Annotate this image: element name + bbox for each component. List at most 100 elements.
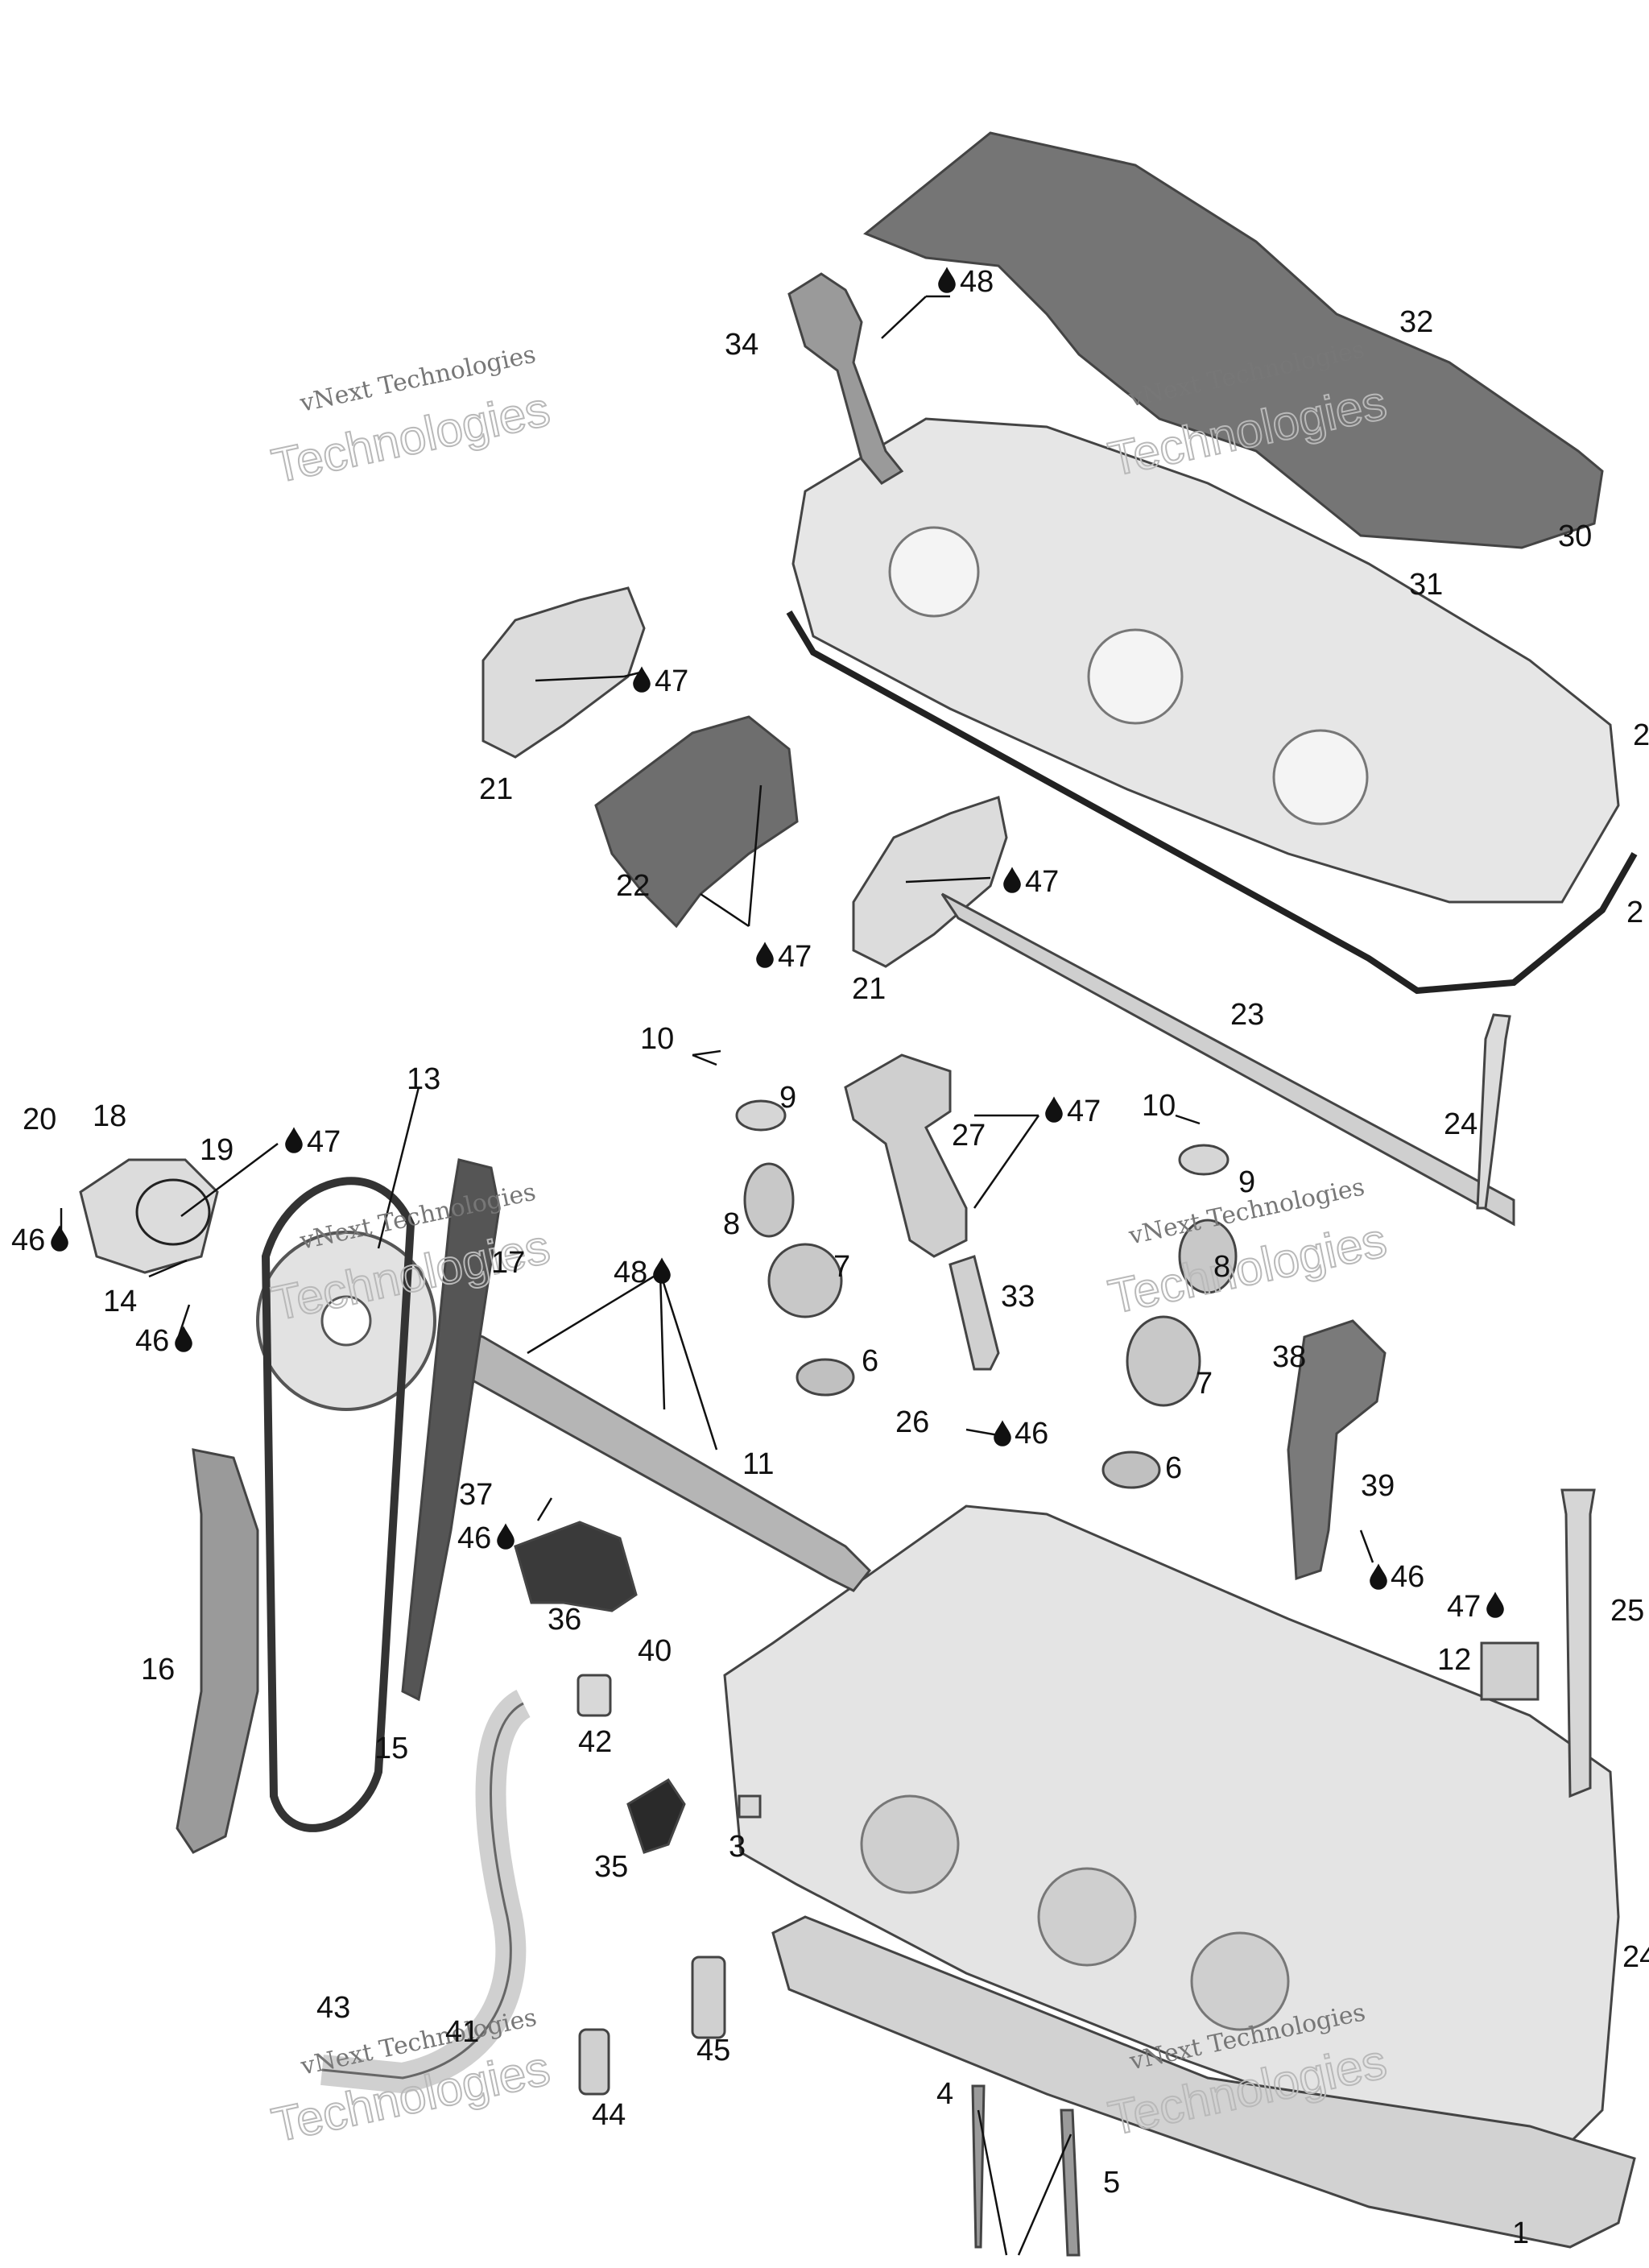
callout-14: 14 xyxy=(103,1285,137,1318)
callout-40: 40 xyxy=(638,1634,672,1668)
oil-drop-icon xyxy=(1370,1563,1387,1590)
timing-chain xyxy=(261,1177,415,1832)
spring-retainer xyxy=(735,1099,787,1132)
lubricant-callout-46: 46 xyxy=(457,1521,515,1555)
valve-cover-port xyxy=(1272,729,1369,826)
cylinder-port xyxy=(1037,1867,1137,1967)
callout-41: 41 xyxy=(445,2015,479,2049)
valve-seal xyxy=(796,1358,855,1397)
head-bolt xyxy=(1560,1488,1596,1798)
leader-lines xyxy=(60,295,1374,2256)
oil-drop-icon xyxy=(175,1326,192,1352)
svg-text:47: 47 xyxy=(1025,865,1059,899)
long-bolt xyxy=(1476,1013,1511,1210)
callout-9: 9 xyxy=(779,1081,796,1115)
svg-text:46: 46 xyxy=(1015,1417,1048,1451)
callout-45: 45 xyxy=(696,2034,730,2067)
valve xyxy=(1060,2109,1081,2257)
callout-8: 8 xyxy=(1213,1250,1230,1284)
callout-17: 17 xyxy=(491,1246,525,1280)
callout-5: 5 xyxy=(1103,2166,1120,2200)
callout-24: 24 xyxy=(1622,1940,1649,1974)
coolant-hose-outline xyxy=(321,1702,524,2080)
fitting-45 xyxy=(691,1956,726,2039)
callout-21: 21 xyxy=(479,772,513,806)
svg-text:47: 47 xyxy=(655,664,688,698)
callout-19: 19 xyxy=(200,1133,234,1167)
oil-drop-icon xyxy=(994,1420,1011,1446)
oil-drop-icon xyxy=(285,1127,303,1153)
callout-20: 20 xyxy=(23,1103,56,1136)
valve-cover xyxy=(791,417,1620,904)
valve-spring xyxy=(743,1162,795,1238)
callout-25: 25 xyxy=(1610,1594,1644,1628)
spring-retainer xyxy=(1178,1144,1230,1176)
spark-plug-tube xyxy=(844,1053,968,1258)
callout-35: 35 xyxy=(594,1850,628,1884)
callout-4: 4 xyxy=(936,2077,953,2111)
callout-32: 32 xyxy=(1399,305,1433,339)
callout-31: 31 xyxy=(1409,568,1443,602)
fitting-44 xyxy=(578,2028,610,2096)
svg-text:46: 46 xyxy=(457,1521,491,1555)
bushing-42 xyxy=(577,1674,612,1717)
watermark-bottom-left: Technologies vNext Technologies xyxy=(267,2003,556,2153)
callout-3: 3 xyxy=(729,1830,746,1864)
callout-18: 18 xyxy=(93,1099,126,1133)
callout-16: 16 xyxy=(141,1653,175,1687)
callout-44: 44 xyxy=(592,2098,626,2132)
plate-part-12 xyxy=(1480,1641,1539,1701)
svg-text:47: 47 xyxy=(1447,1590,1481,1624)
rocker-arm xyxy=(852,796,1008,968)
lubricant-callout-46: 46 xyxy=(135,1324,192,1358)
lubricant-callout-47: 47 xyxy=(756,940,812,974)
lubricant-callout-46: 46 xyxy=(1370,1560,1424,1594)
callout-13: 13 xyxy=(407,1062,440,1096)
callout-27: 27 xyxy=(952,1119,986,1153)
chain-guide xyxy=(401,1158,501,1702)
engine-bracket xyxy=(1287,1319,1387,1581)
temperature-sensor xyxy=(626,1778,686,1854)
svg-text:48: 48 xyxy=(614,1256,647,1289)
chain-tensioner-guide xyxy=(176,1448,259,1854)
callout-42: 42 xyxy=(578,1725,612,1759)
lubricant-callout-47: 47 xyxy=(1003,865,1059,899)
lubricant-callout-47: 47 xyxy=(1045,1095,1101,1128)
cylinder-head xyxy=(723,1504,1620,2176)
callout-30: 30 xyxy=(1558,519,1592,553)
callout-10: 10 xyxy=(1142,1089,1176,1123)
lubricant-callout-47: 47 xyxy=(1447,1590,1504,1624)
engine-cover xyxy=(863,131,1604,549)
callout-12: 12 xyxy=(1437,1643,1471,1677)
valve-cover-port xyxy=(888,526,980,618)
callout-33: 33 xyxy=(1001,1280,1035,1314)
tensioner-housing xyxy=(79,1158,219,1274)
cylinder-port xyxy=(1190,1931,1290,2031)
ignition-coil xyxy=(787,272,904,485)
callout-8: 8 xyxy=(723,1207,740,1241)
callout-43: 43 xyxy=(316,1991,350,2025)
callout-10: 10 xyxy=(640,1022,674,1056)
watermark-top-left: Technologies vNext Technologies xyxy=(267,341,556,495)
o-ring xyxy=(135,1178,211,1246)
callout-23: 23 xyxy=(1230,998,1264,1032)
callout-6: 6 xyxy=(862,1344,878,1378)
callout-38: 38 xyxy=(1272,1340,1306,1374)
valve-spring xyxy=(1178,1219,1238,1294)
oil-drop-icon xyxy=(633,666,651,693)
lubricant-callout-46: 46 xyxy=(11,1223,68,1257)
svg-text:47: 47 xyxy=(778,940,812,974)
callout-9: 9 xyxy=(1238,1165,1255,1199)
callout-34: 34 xyxy=(725,328,758,362)
spark-plug xyxy=(948,1255,1000,1371)
callout-22: 22 xyxy=(616,869,650,903)
pin-3 xyxy=(738,1794,762,1819)
lubricant-callout-48: 48 xyxy=(938,265,994,299)
callout-2: 2 xyxy=(1633,718,1649,752)
callout-labels: 1 2 2 3 4 5 6 6 7 7 8 8 9 9 10 10 11 12 … xyxy=(23,305,1649,2250)
oil-drop-icon xyxy=(756,942,774,968)
callout-37: 37 xyxy=(459,1478,493,1512)
callout-11: 11 xyxy=(742,1447,774,1481)
oil-drop-icon xyxy=(1003,867,1021,893)
